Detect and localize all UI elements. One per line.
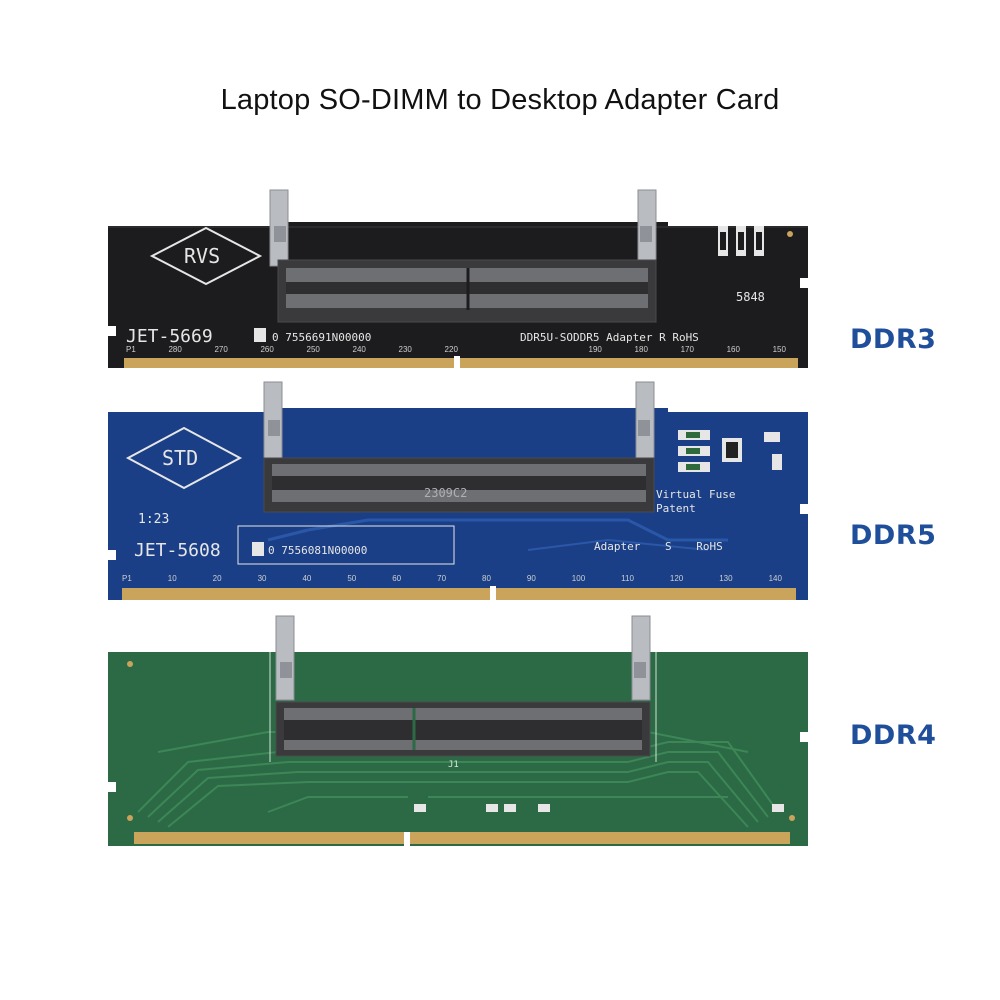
- pin-scale-label: 140: [768, 574, 782, 583]
- pin-scale-label: 90: [526, 574, 536, 583]
- model-number: JET-5669: [126, 326, 213, 347]
- pin-scale-label: 120: [669, 574, 684, 583]
- pin-scale-label: 230: [398, 345, 412, 354]
- pin-scale-label: 190: [588, 345, 602, 354]
- pin-scale-label: 70: [437, 574, 447, 583]
- pin-scale-label: 130: [719, 574, 733, 583]
- pin-scale-label: 50: [347, 574, 357, 583]
- pin-scale-label: P1: [126, 345, 136, 354]
- slot-marks: J1: [448, 760, 459, 770]
- pin-scale-label: 100: [571, 574, 586, 583]
- serial-number: 0 7556081N00000: [268, 544, 368, 557]
- pin-scale-label: 60: [392, 574, 402, 583]
- pin-scale-label: 20: [212, 574, 222, 583]
- ddr4-board-graphic: [108, 615, 808, 846]
- logo-text: RVS: [184, 244, 221, 268]
- pin-scale: P1 10 20 30 40 50 60 70 80 90 100 110 12…: [122, 574, 782, 583]
- logo-text: STD: [162, 446, 199, 470]
- pin-scale-label: P1: [122, 574, 132, 583]
- serial-number: 0 7556691N00000: [272, 331, 372, 344]
- pin-scale-label: 240: [352, 345, 366, 354]
- adapter-text: DDR5U-SODDR5 Adapter R RoHS: [520, 331, 699, 344]
- slot-code: 2309C2: [424, 486, 468, 500]
- ddr5-board-graphic: [108, 381, 808, 600]
- card-label-ddr5: DDR5: [850, 520, 937, 551]
- pin-scale-label: 280: [168, 345, 182, 354]
- pin-scale-label: 150: [772, 345, 786, 354]
- pin-scale-label: 270: [214, 345, 228, 354]
- patent-text: Patent: [656, 502, 696, 515]
- pin-scale-label: 160: [726, 345, 740, 354]
- pin-scale-label: 30: [257, 574, 267, 583]
- pin-scale-label: 40: [302, 574, 312, 583]
- pin-scale-label: 80: [482, 574, 491, 583]
- card-label-ddr4: DDR4: [850, 720, 937, 751]
- page-title: Laptop SO-DIMM to Desktop Adapter Card: [220, 84, 780, 116]
- ddr3-board-graphic: [108, 189, 808, 368]
- pin-scale-label: 180: [634, 345, 648, 354]
- fuse-text: Virtual Fuse: [656, 488, 736, 501]
- pin-scale-label: 220: [444, 345, 458, 354]
- adapter-card-ddr4: J1: [108, 612, 808, 852]
- pin-scale-label: 170: [680, 345, 694, 354]
- card-label-ddr3: DDR3: [850, 324, 937, 355]
- pin-scale-label: 10: [167, 574, 177, 583]
- pin-scale-label: 250: [306, 345, 320, 354]
- board-code: 5848: [736, 290, 765, 304]
- date-code: 1:23: [138, 512, 170, 527]
- adapter-card-ddr3: RVS JET-5669 0 7556691N00000 DDR5U-SODDR…: [108, 186, 808, 376]
- model-number: JET-5608: [134, 540, 221, 561]
- adapter-text: Adapter S RoHS: [594, 540, 723, 553]
- pin-scale-label: 260: [260, 345, 274, 354]
- pin-scale: P1 280 270 260 250 240 230 220 190 180 1…: [126, 345, 786, 354]
- pin-scale-label: 110: [621, 574, 634, 583]
- adapter-card-ddr5: STD 2309C2 1:23 JET-5608 0 7556081N00000…: [108, 380, 808, 606]
